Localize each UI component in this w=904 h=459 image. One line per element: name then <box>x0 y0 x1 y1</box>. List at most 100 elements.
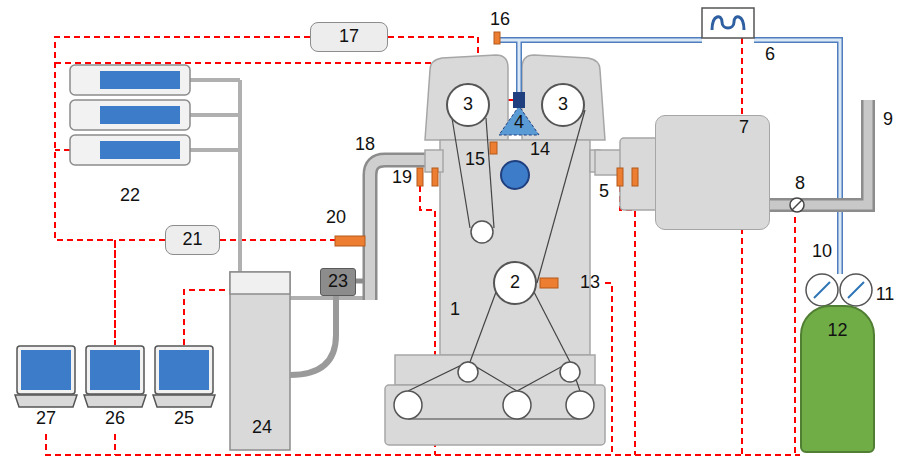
callout-number: 11 <box>876 285 895 305</box>
gas-analyzers <box>70 100 190 130</box>
gas-analyzers <box>70 135 190 165</box>
callout-number: 27 <box>36 409 56 429</box>
crankshaft-pulley: 2 <box>493 261 537 305</box>
fuel-line <box>497 40 840 274</box>
air-pipe <box>770 100 868 212</box>
callout-number: 18 <box>355 135 375 155</box>
callout-number: 17 <box>339 27 359 47</box>
injector <box>513 92 525 108</box>
pressure-regulator <box>814 282 864 298</box>
laptop-icon <box>153 395 215 407</box>
controller-box: 17 <box>310 22 388 52</box>
laptop-icon <box>84 395 146 407</box>
callout-number: 6 <box>765 45 775 65</box>
analyzer-tubes <box>190 80 364 298</box>
air-pipe <box>770 100 868 205</box>
laptop-icon <box>90 350 140 390</box>
belt-drive <box>452 118 470 228</box>
signal-wiring <box>794 217 796 455</box>
exhaust-pipe <box>370 160 428 300</box>
callout-number: 2 <box>510 273 520 293</box>
engine-block <box>425 55 508 140</box>
laptop-icon <box>15 395 77 407</box>
laptop-computer: 25 <box>152 345 216 431</box>
analyzer-tubes <box>190 80 364 298</box>
pulleys <box>560 362 580 382</box>
sensors <box>490 142 497 154</box>
engine-block <box>385 385 605 445</box>
callout-number: 13 <box>580 273 600 293</box>
laptop-icon <box>14 345 78 409</box>
air-pipe <box>770 100 868 205</box>
pulleys <box>566 391 594 419</box>
fuel-tank <box>230 272 290 450</box>
signal-wiring <box>605 283 612 455</box>
engine-block <box>522 55 605 140</box>
fuel-flow-meter <box>702 8 754 38</box>
laptop-icon <box>86 346 144 394</box>
laptop-icon <box>83 345 147 409</box>
callout-number: 15 <box>465 150 485 170</box>
callout-number: 12 <box>827 321 847 341</box>
pulleys <box>394 221 594 419</box>
signal-wiring <box>55 149 70 151</box>
injector <box>499 92 539 135</box>
exhaust-pipe <box>370 160 428 300</box>
intake-system <box>595 138 660 210</box>
laptop-computer: 26 <box>83 345 147 431</box>
gas-analyzers <box>70 65 190 95</box>
callout-number: 4 <box>514 113 524 133</box>
callout-number: 25 <box>174 409 194 429</box>
gas-analyzers <box>100 71 180 89</box>
callout-number: 24 <box>252 418 272 438</box>
sensors <box>335 32 638 288</box>
fuel-tank <box>230 272 336 450</box>
sensors <box>617 168 623 186</box>
callout-number: 7 <box>739 118 749 138</box>
callout-number: 22 <box>120 186 140 206</box>
fuel-flow-meter <box>702 8 754 38</box>
laptop-icon <box>159 350 209 390</box>
callout-number: 1 <box>450 300 460 320</box>
fuel-line <box>497 40 840 274</box>
callout-number: 23 <box>328 272 348 292</box>
fuel-line <box>497 40 840 274</box>
signal-wiring <box>741 38 743 455</box>
laptop-icon <box>21 350 71 390</box>
signal-wiring <box>46 37 800 455</box>
signal-wire <box>55 37 310 345</box>
callout-number: 10 <box>812 242 832 262</box>
callout-number: 14 <box>530 140 550 160</box>
callout-number: 21 <box>182 230 202 250</box>
sensors <box>632 168 638 186</box>
coolant-pump <box>501 161 529 189</box>
belt-drive <box>470 292 496 362</box>
air-box: 7 <box>655 115 770 230</box>
fuel-tank <box>230 272 290 294</box>
sensors <box>335 236 365 246</box>
engine-block <box>395 355 595 385</box>
belt-drive <box>486 118 494 228</box>
laptop-icon <box>152 345 216 409</box>
pulleys <box>471 221 493 243</box>
signal-wire <box>115 240 165 345</box>
camshaft-pulley: 3 <box>541 83 585 127</box>
callout-number: 16 <box>490 10 510 30</box>
belt-drive <box>408 362 580 391</box>
injector <box>499 106 539 135</box>
controller-box: 21 <box>165 225 220 255</box>
intake-system <box>620 138 660 210</box>
callout-number: 3 <box>463 95 473 115</box>
sensors <box>540 278 558 288</box>
sensors <box>417 168 423 186</box>
belt-drive <box>534 292 570 362</box>
fuel-tank <box>290 294 336 375</box>
signal-wiring <box>620 186 635 455</box>
laptop-computer: 27 <box>14 345 78 431</box>
gas-analyzers <box>70 65 190 165</box>
callout-number: 19 <box>392 168 412 188</box>
callout-number: 5 <box>599 182 609 202</box>
